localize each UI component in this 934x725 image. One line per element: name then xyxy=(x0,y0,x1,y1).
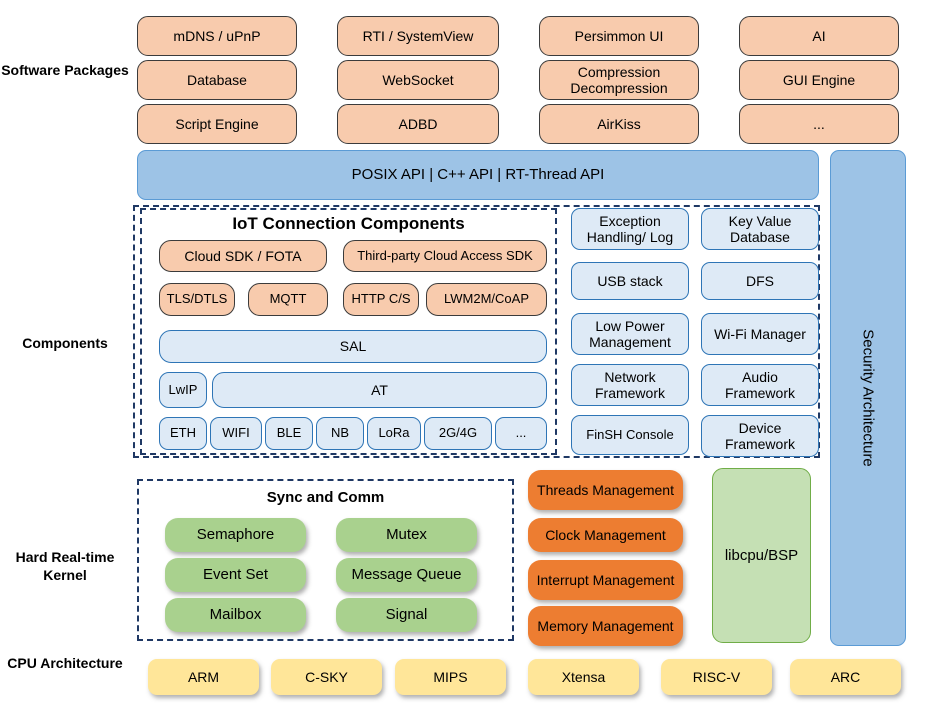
api-bar: POSIX API | C++ API | RT-Thread API xyxy=(137,150,819,200)
component-key-value-database[interactable]: Key Value Database xyxy=(701,208,819,250)
kernel-clock-management[interactable]: Clock Management xyxy=(528,518,683,552)
package-more[interactable]: ... xyxy=(739,104,899,144)
iot-link-ble[interactable]: BLE xyxy=(265,417,313,450)
iot-tls-dtls[interactable]: TLS/DTLS xyxy=(159,283,235,316)
package-persimmon-ui[interactable]: Persimmon UI xyxy=(539,16,699,56)
cpu-risc-v[interactable]: RISC-V xyxy=(661,659,772,695)
iot-sal[interactable]: SAL xyxy=(159,330,547,363)
row-label-cpu-architecture: CPU Architecture xyxy=(7,655,123,671)
kernel-event-set[interactable]: Event Set xyxy=(165,558,306,592)
cpu-c-sky[interactable]: C-SKY xyxy=(271,659,382,695)
iot-cloud-sdk-fota[interactable]: Cloud SDK / FOTA xyxy=(159,240,327,272)
iot-lwm2m-coap[interactable]: LWM2M/CoAP xyxy=(426,283,547,316)
component-low-power-management[interactable]: Low Power Management xyxy=(571,313,689,355)
cpu-arc[interactable]: ARC xyxy=(790,659,901,695)
cpu-xtensa[interactable]: Xtensa xyxy=(528,659,639,695)
iot-http-cs[interactable]: HTTP C/S xyxy=(343,283,419,316)
component-usb-stack[interactable]: USB stack xyxy=(571,262,689,300)
iot-link-more[interactable]: ... xyxy=(495,417,547,450)
package-script-engine[interactable]: Script Engine xyxy=(137,104,297,144)
package-compression-decompression[interactable]: Compression Decompression xyxy=(539,60,699,100)
row-label-software-packages: Software Packages xyxy=(1,62,129,78)
iot-mqtt[interactable]: MQTT xyxy=(248,283,328,316)
row-label-kernel: Hard Real-time Kernel xyxy=(15,549,115,583)
package-mdns-upnp[interactable]: mDNS / uPnP xyxy=(137,16,297,56)
cpu-mips[interactable]: MIPS xyxy=(395,659,506,695)
iot-third-party-cloud-access-sdk[interactable]: Third-party Cloud Access SDK xyxy=(343,240,547,272)
kernel-memory-management[interactable]: Memory Management xyxy=(528,606,683,646)
security-architecture-label: Security Architecture xyxy=(859,329,877,467)
kernel-message-queue[interactable]: Message Queue xyxy=(336,558,477,592)
component-device-framework[interactable]: Device Framework xyxy=(701,415,819,457)
kernel-threads-management[interactable]: Threads Management xyxy=(528,470,683,510)
kernel-signal[interactable]: Signal xyxy=(336,598,477,632)
iot-link-lora[interactable]: LoRa xyxy=(367,417,421,450)
iot-link-eth[interactable]: ETH xyxy=(159,417,207,450)
package-websocket[interactable]: WebSocket xyxy=(337,60,499,100)
package-rti-systemview[interactable]: RTI / SystemView xyxy=(337,16,499,56)
iot-lwip[interactable]: LwIP xyxy=(159,372,207,408)
cpu-arm[interactable]: ARM xyxy=(148,659,259,695)
package-database[interactable]: Database xyxy=(137,60,297,100)
component-exception-handling-log[interactable]: Exception Handling/ Log xyxy=(571,208,689,250)
package-ai[interactable]: AI xyxy=(739,16,899,56)
component-network-framework[interactable]: Network Framework xyxy=(571,364,689,406)
sync-and-comm-title: Sync and Comm xyxy=(266,489,385,506)
components-frame xyxy=(133,205,820,458)
kernel-mutex[interactable]: Mutex xyxy=(336,518,477,552)
sync-and-comm-frame xyxy=(137,479,514,641)
package-airkiss[interactable]: AirKiss xyxy=(539,104,699,144)
iot-at[interactable]: AT xyxy=(212,372,547,408)
component-finsh-console[interactable]: FinSH Console xyxy=(571,415,689,455)
component-audio-framework[interactable]: Audio Framework xyxy=(701,364,819,406)
iot-connection-title: IoT Connection Components xyxy=(232,214,465,233)
iot-link-nb[interactable]: NB xyxy=(316,417,364,450)
iot-link-wifi[interactable]: WIFI xyxy=(210,417,262,450)
iot-connection-frame xyxy=(140,208,557,455)
component-dfs[interactable]: DFS xyxy=(701,262,819,300)
row-label-components: Components xyxy=(22,335,108,351)
package-gui-engine[interactable]: GUI Engine xyxy=(739,60,899,100)
kernel-libcpu-bsp[interactable]: libcpu/BSP xyxy=(712,468,811,643)
kernel-interrupt-management[interactable]: Interrupt Management xyxy=(528,560,683,600)
iot-link-2g-4g[interactable]: 2G/4G xyxy=(424,417,492,450)
security-architecture-bar: Security Architecture xyxy=(830,150,906,646)
component-wifi-manager[interactable]: Wi-Fi Manager xyxy=(701,313,819,355)
kernel-semaphore[interactable]: Semaphore xyxy=(165,518,306,552)
package-adbd[interactable]: ADBD xyxy=(337,104,499,144)
kernel-mailbox[interactable]: Mailbox xyxy=(165,598,306,632)
